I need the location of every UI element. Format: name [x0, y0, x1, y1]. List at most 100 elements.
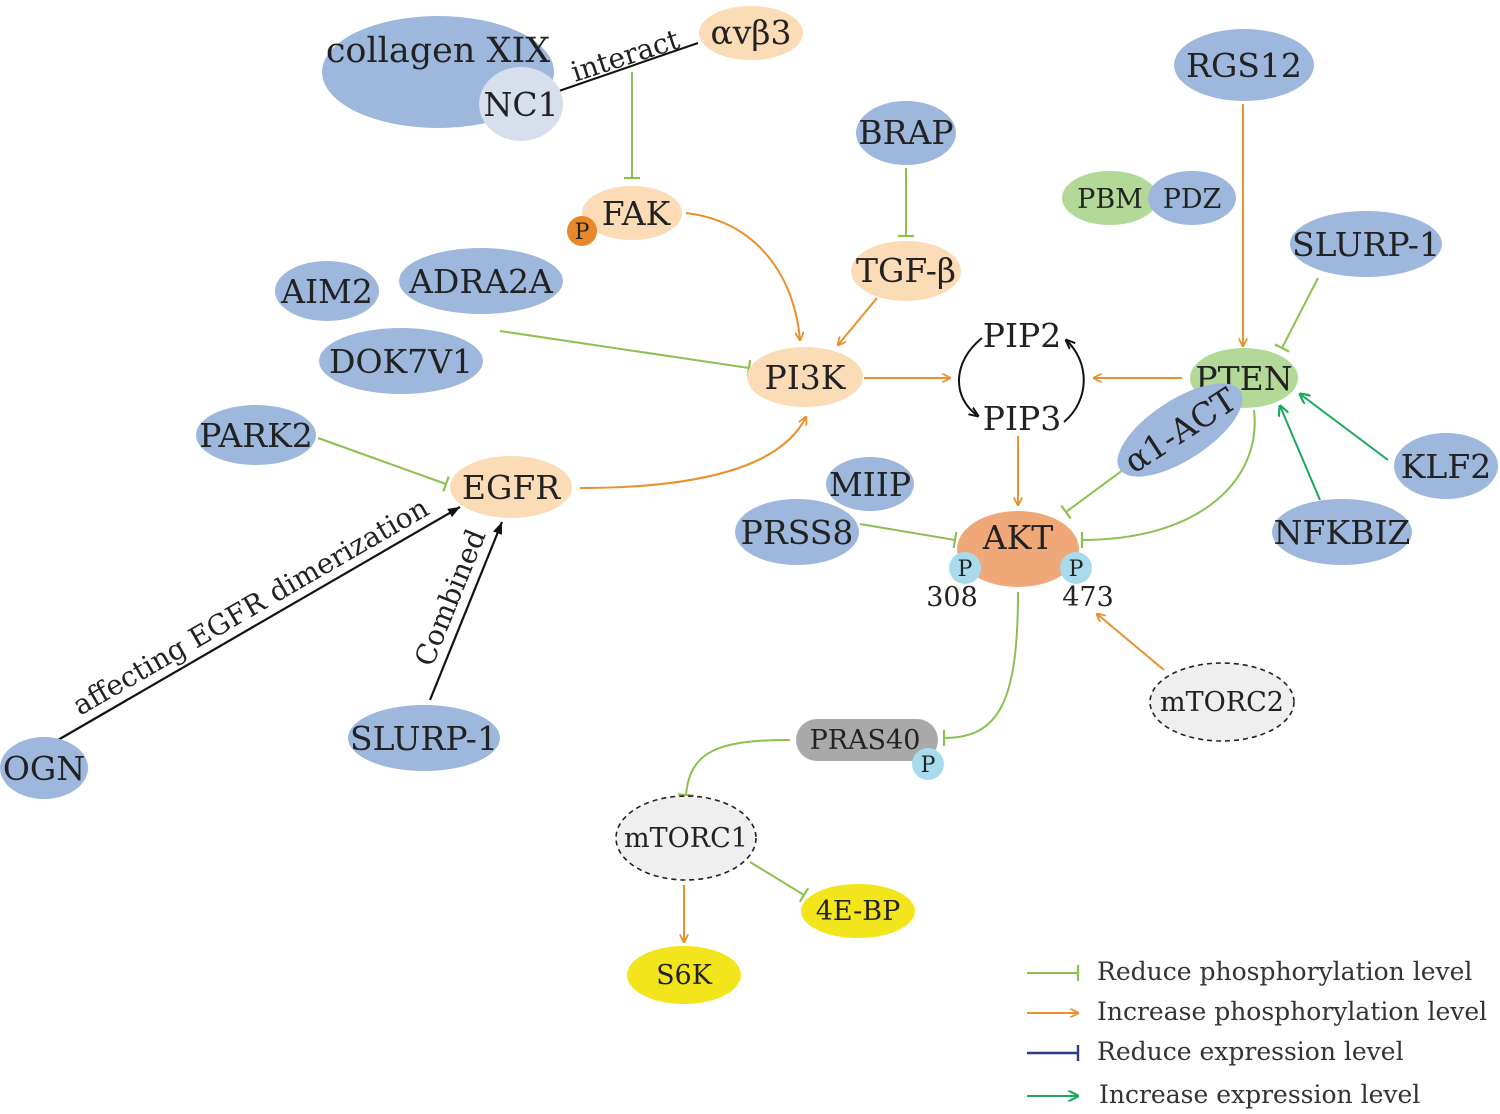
akt-phospho-badge-308	[949, 552, 981, 584]
akt-phospho-badge-473	[1060, 552, 1092, 584]
label-akt-p308: P	[958, 557, 973, 582]
node-pi3k: PI3K	[747, 347, 863, 407]
legend-item-reduce-phosphorylation: Reduce phosphorylation level	[1027, 957, 1472, 986]
node-pdz: PDZ	[1148, 171, 1236, 225]
label-brap: BRAP	[858, 113, 953, 152]
label-fak-p: P	[575, 220, 590, 245]
label-avb3: αvβ3	[710, 13, 791, 52]
node-nc1: NC1	[479, 67, 563, 141]
label-nfkbiz: NFKBIZ	[1274, 513, 1411, 552]
label-egfr: EGFR	[462, 468, 561, 507]
label-pras40: PRAS40	[810, 725, 921, 756]
legend-label-reduce-phosphorylation: Reduce phosphorylation level	[1097, 957, 1472, 986]
label-ogn: OGN	[3, 749, 85, 788]
edge-slurp1-pten	[1274, 277, 1319, 353]
label-akt-p473: P	[1069, 557, 1084, 582]
legend-item-increase-phosphorylation: Increase phosphorylation level	[1027, 997, 1487, 1026]
label-site-308: 308	[926, 582, 978, 613]
node-pras40: PRAS40 P	[796, 719, 944, 780]
node-tgfb: TGF-β	[851, 241, 961, 301]
edge-akt-pras40	[942, 591, 1019, 747]
node-pip3: PIP3	[983, 399, 1061, 438]
node-ogn: OGN	[0, 737, 88, 799]
pras40-phospho-badge	[912, 748, 944, 780]
label-aim2: AIM2	[280, 272, 373, 311]
label-pip2: PIP2	[983, 316, 1061, 355]
label-collagen-xix: collagen XIX	[326, 31, 550, 71]
label-nc1: NC1	[483, 85, 558, 124]
nodes: collagen XIX NC1 αvβ3 FAK P BRAP TGF-β A…	[0, 6, 1498, 1004]
label-pip3: PIP3	[983, 399, 1061, 438]
edge-pten-akt	[1080, 409, 1256, 549]
node-slurp1-left: SLURP-1	[348, 705, 500, 771]
label-akt: AKT	[982, 518, 1054, 557]
edge-label-dimerization: affecting EGFR dimerization	[67, 491, 434, 722]
edge-park2-egfr	[317, 437, 450, 492]
legend-item-increase-expression: Increase expression level	[1027, 1080, 1420, 1109]
edge-klf2-pten	[1300, 394, 1389, 461]
label-slurp1-right: SLURP-1	[1292, 225, 1440, 264]
edge-group-pi3k	[499, 330, 752, 377]
node-pbm: PBM	[1062, 171, 1158, 225]
edge-label-interact: interact	[567, 22, 684, 88]
node-adra2a: ADRA2A	[399, 248, 563, 314]
node-klf2: KLF2	[1394, 433, 1498, 499]
node-s6k: S6K	[627, 946, 741, 1004]
edge-mtorc2-akt	[1097, 614, 1165, 671]
label-mtorc1: mTORC1	[624, 823, 748, 854]
label-fak: FAK	[602, 194, 672, 233]
legend: Reduce phosphorylation level Increase ph…	[1027, 957, 1487, 1109]
node-dok7v1: DOK7V1	[319, 328, 483, 394]
node-brap: BRAP	[856, 101, 956, 165]
label-pi3k: PI3K	[765, 358, 847, 397]
node-slurp1-right: SLURP-1	[1290, 211, 1442, 277]
edge-fak-pi3k	[685, 212, 800, 340]
node-prss8: PRSS8	[735, 499, 859, 565]
edge-tgfb-pi3k	[838, 297, 878, 345]
label-site-473: 473	[1062, 582, 1114, 613]
legend-label-increase-expression: Increase expression level	[1099, 1080, 1420, 1109]
fak-phospho-badge	[567, 216, 597, 246]
label-dok7v1: DOK7V1	[329, 342, 473, 381]
node-nfkbiz: NFKBIZ	[1272, 499, 1412, 565]
node-avb3: αvβ3	[699, 6, 803, 60]
label-adra2a: ADRA2A	[408, 262, 554, 301]
edge-ogn-egfr	[57, 506, 461, 741]
edge-nc1-avb3	[555, 42, 699, 93]
label-pdz: PDZ	[1163, 184, 1222, 215]
label-prss8: PRSS8	[741, 513, 854, 552]
edge-pras40-mtorc1	[677, 739, 791, 797]
label-s6k: S6K	[656, 960, 713, 991]
label-rgs12: RGS12	[1186, 46, 1302, 85]
node-fak: FAK P	[567, 186, 682, 246]
label-pbm: PBM	[1077, 184, 1143, 215]
edge-egfr-pi3k	[579, 417, 806, 489]
node-akt: AKT P P 308 473	[926, 511, 1114, 613]
node-4ebp: 4E-BP	[801, 884, 915, 938]
label-slurp1-left: SLURP-1	[350, 719, 498, 758]
legend-label-increase-phosphorylation: Increase phosphorylation level	[1097, 997, 1487, 1026]
node-aim2: AIM2	[275, 261, 379, 321]
edge-nfkbiz-pten	[1280, 406, 1321, 501]
label-klf2: KLF2	[1401, 447, 1491, 486]
node-park2: PARK2	[196, 405, 316, 465]
node-egfr: EGFR	[450, 456, 572, 518]
edge-mtorc1-4ebp	[749, 861, 810, 903]
edge-pip2-to-pip3	[958, 337, 983, 416]
label-miip: MIIP	[829, 465, 911, 504]
edge-slurp1-egfr	[428, 521, 504, 701]
node-mtorc1: mTORC1	[615, 795, 757, 881]
label-park2: PARK2	[199, 416, 313, 455]
label-tgfb: TGF-β	[856, 251, 956, 290]
node-pip2: PIP2	[983, 316, 1061, 355]
node-rgs12: RGS12	[1174, 29, 1314, 101]
label-mtorc2: mTORC2	[1160, 687, 1284, 718]
legend-item-reduce-expression: Reduce expression level	[1027, 1037, 1404, 1066]
node-miip: MIIP	[826, 457, 914, 511]
edge-pip3-to-pip2	[1064, 340, 1085, 423]
edge-prss8-akt	[859, 523, 958, 549]
node-mtorc2: mTORC2	[1149, 662, 1295, 742]
label-pras40-p: P	[921, 753, 936, 778]
legend-label-reduce-expression: Reduce expression level	[1097, 1037, 1404, 1066]
